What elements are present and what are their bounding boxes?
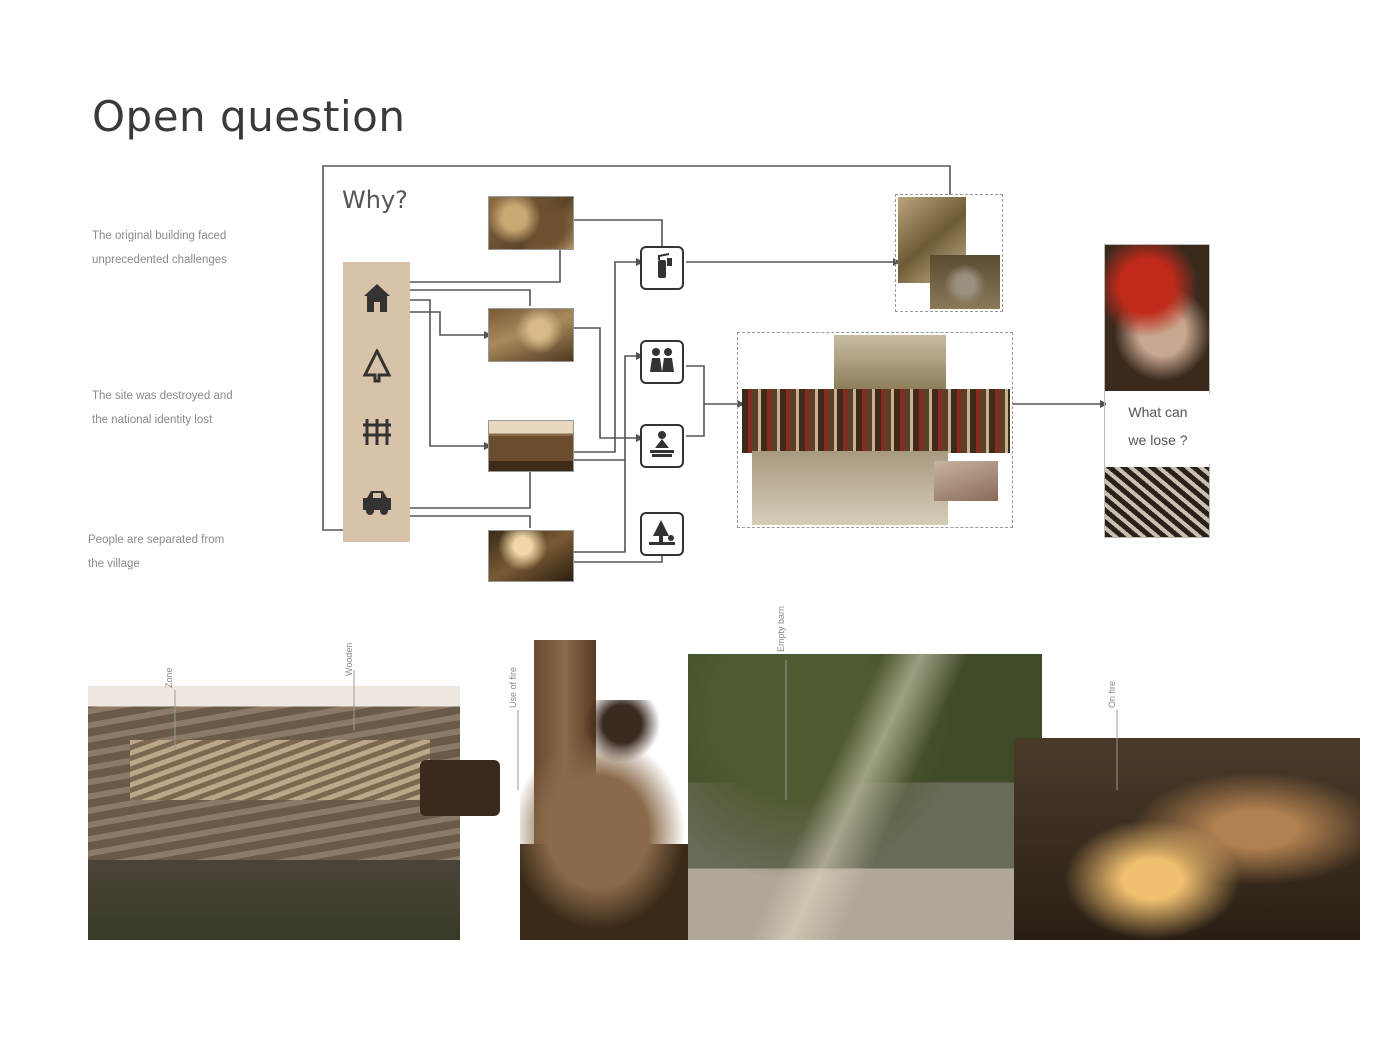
photo-pot <box>930 255 1000 309</box>
photo-detail <box>934 461 998 501</box>
connector-photo3-node2 <box>574 355 640 461</box>
panorama-label: Use of fire <box>508 666 518 708</box>
cause-ribbon <box>343 262 410 542</box>
diagram-connectors <box>322 165 1108 563</box>
forest-icon <box>647 518 677 551</box>
panorama-label: Zone <box>164 667 174 688</box>
note-line: unprecedented challenges <box>92 254 227 266</box>
photo-crowd-top <box>834 335 946 393</box>
tree-icon <box>359 348 395 384</box>
node-people <box>640 340 684 384</box>
connector-car-photo4 <box>410 515 531 528</box>
photo-village-1 <box>488 196 574 250</box>
connector-photo4-up <box>574 460 626 553</box>
connector-house-photo1 <box>410 248 561 283</box>
panorama-label: Empty barn <box>776 605 786 652</box>
photo-branches <box>1105 467 1209 537</box>
photo-portrait <box>1105 245 1209 391</box>
connector-photo1-node1 <box>574 219 663 248</box>
note-line: the village <box>88 558 140 570</box>
fire-extinguisher-icon <box>649 252 675 285</box>
connector-photo4-node4 <box>574 556 663 563</box>
photo-ground <box>752 451 948 525</box>
connector-node2-node3 <box>686 365 705 437</box>
connector-car-photo3 <box>410 470 531 509</box>
panorama-roofs <box>130 740 430 800</box>
panorama-foreground <box>88 860 460 940</box>
note-line: The original building faced <box>92 230 227 242</box>
connector-photo3-node1 <box>574 261 640 453</box>
page-title: Open question <box>92 92 406 141</box>
photo-village-2 <box>488 308 574 362</box>
car-icon <box>359 484 395 520</box>
note-separated: People are separated from the village <box>88 528 288 576</box>
output-gathering-frame <box>737 332 1013 528</box>
result-line: we lose ? <box>1128 432 1188 448</box>
campfire-icon <box>647 430 677 463</box>
connector-ribbon-photo2 <box>410 311 488 336</box>
note-line: The site was destroyed and <box>92 390 233 402</box>
note-challenges: The original building faced unprecedente… <box>92 224 292 272</box>
photo-crowd <box>742 389 1010 453</box>
node-fire-extinguisher <box>640 246 684 290</box>
arrowhead <box>737 400 745 408</box>
note-line: People are separated from <box>88 534 225 546</box>
result-question: What can we lose ? <box>1106 394 1210 464</box>
why-label: Why? <box>342 186 408 214</box>
node-forest <box>640 512 684 556</box>
note-line: the national identity lost <box>92 414 213 426</box>
people-icon <box>647 346 677 379</box>
result-column <box>1104 244 1210 538</box>
connector-house-photo2 <box>410 289 531 306</box>
photo-village-4 <box>488 530 574 582</box>
connector-ribbon-photo3 <box>410 299 488 447</box>
panorama-fire <box>1014 738 1360 940</box>
panorama-man <box>520 700 716 940</box>
output-top-frame <box>895 194 1003 312</box>
note-destroyed: The site was destroyed and the national … <box>92 384 292 432</box>
node-campfire <box>640 424 684 468</box>
connector-outer-loop <box>322 165 951 531</box>
panorama-label-lines <box>174 660 1118 800</box>
fence-icon <box>359 414 395 450</box>
panorama-forest-light <box>688 654 1042 940</box>
photo-village-3 <box>488 420 574 472</box>
house-icon <box>359 280 395 316</box>
panorama-label: Wooden <box>344 642 354 676</box>
result-line: What can <box>1128 404 1188 420</box>
panorama-label: On fire <box>1107 680 1117 708</box>
connector-photo2-node3 <box>574 327 640 439</box>
panorama-pot <box>420 760 500 816</box>
